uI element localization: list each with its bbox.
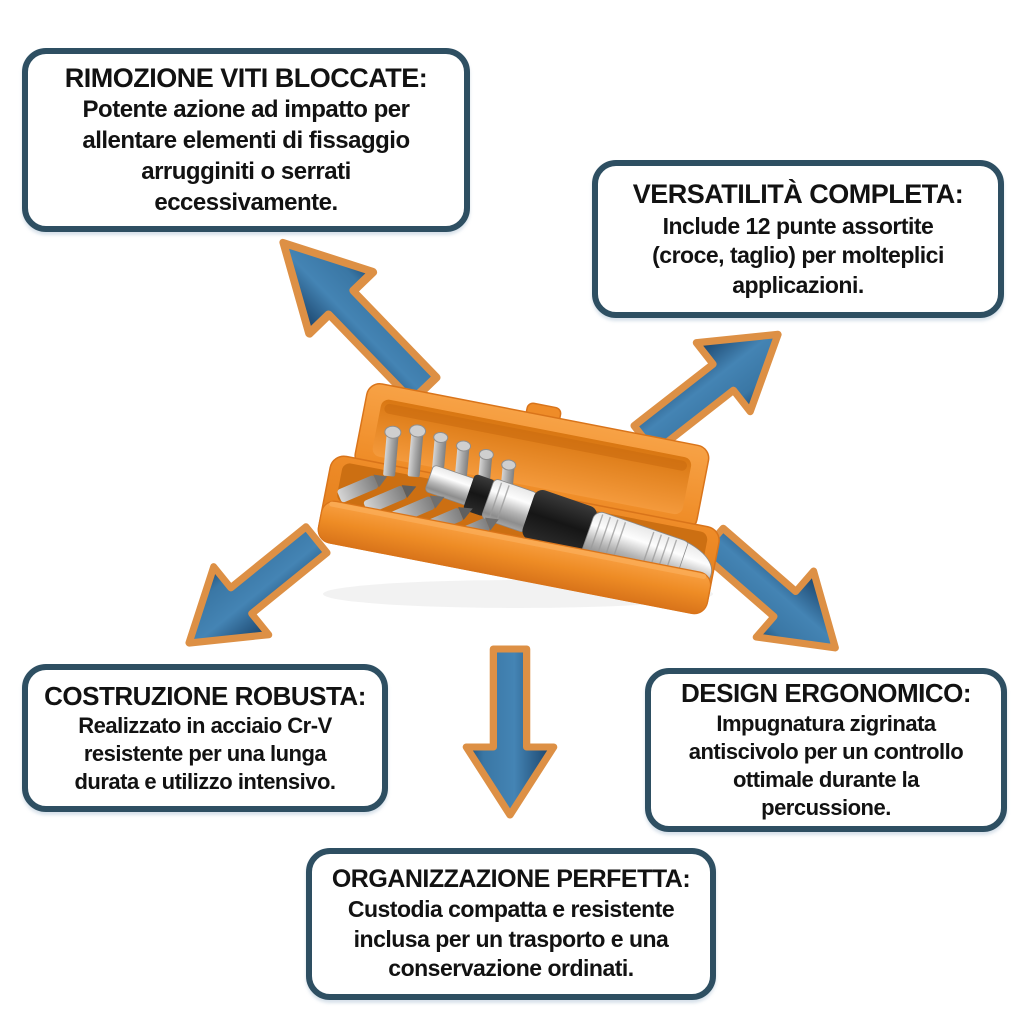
callout-body: Include 12 punte assortite (croce, tagli…	[652, 212, 944, 298]
callout-body: Realizzato in acciaio Cr-V resistente pe…	[74, 713, 336, 795]
callout-complete-versatility: VERSATILITÀ COMPLETA: Include 12 punte a…	[592, 160, 1004, 318]
arrow-down-icon	[458, 643, 562, 823]
impact-screwdriver-set-photo	[317, 382, 720, 615]
arrow-up-left-icon	[238, 199, 467, 431]
callout-robust-construction: COSTRUZIONE ROBUSTA: Realizzato in accia…	[22, 664, 388, 812]
arrow-down-left-icon	[150, 496, 354, 689]
callout-body: Custodia compatta e resistente inclusa p…	[347, 896, 675, 982]
callout-title: ORGANIZZAZIONE PERFETTA:	[331, 865, 691, 894]
callout-title: VERSATILITÀ COMPLETA:	[632, 178, 964, 209]
callout-perfect-organization: ORGANIZZAZIONE PERFETTA: Custodia compat…	[306, 848, 716, 1000]
callout-title: DESIGN ERGONOMICO:	[680, 678, 972, 709]
callout-stuck-screw-removal: RIMOZIONE VITI BLOCCATE: Potente azione …	[22, 48, 470, 232]
callout-title: RIMOZIONE VITI BLOCCATE:	[64, 62, 428, 93]
callout-body: Impugnatura zigrinata antiscivolo per un…	[688, 710, 964, 821]
callout-body: Potente azione ad impatto per allentare …	[82, 96, 410, 216]
callout-ergonomic-design: DESIGN ERGONOMICO: Impugnatura zigrinata…	[645, 668, 1007, 832]
callout-title: COSTRUZIONE ROBUSTA:	[44, 680, 366, 711]
